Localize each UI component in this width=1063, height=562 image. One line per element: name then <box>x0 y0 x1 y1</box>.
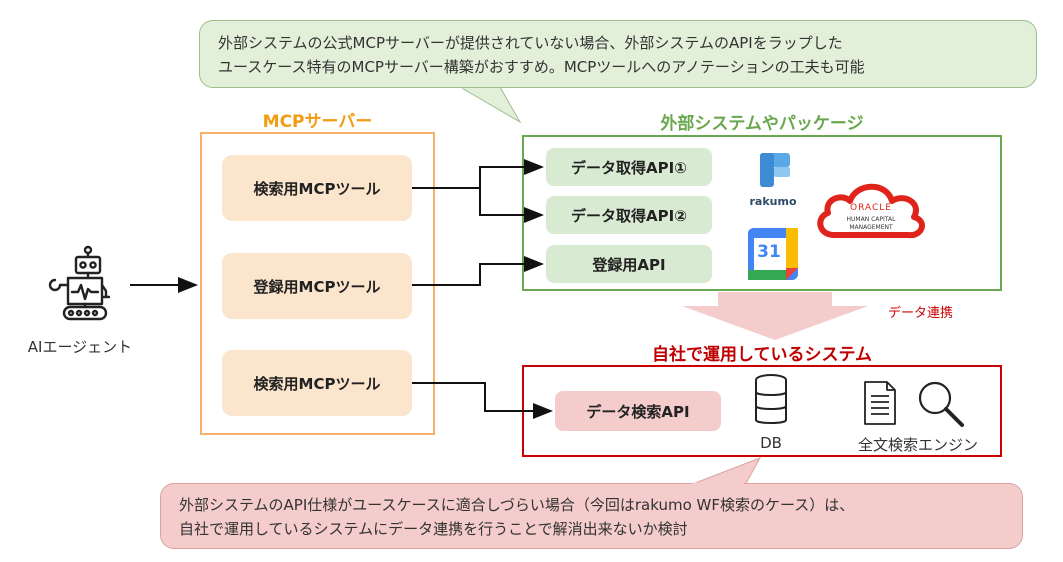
callout-bottom: 外部システムのAPI仕様がユースケースに適合しづらい場合（今回はrakumo W… <box>160 483 1023 549</box>
search-engine-label: 全文検索エンジン <box>857 436 978 454</box>
callout-top-line2: ユースケース特有のMCPサーバー構築がおすすめ。MCPツールへのアノテーションの… <box>218 58 865 76</box>
db-label: DB <box>760 434 782 452</box>
data-link-arrow <box>682 292 868 340</box>
external-systems-title: 外部システムやパッケージ <box>660 114 864 134</box>
oracle-hcm-line2: MANAGEMENT <box>849 224 893 231</box>
internal-systems-title: 自社で運用しているシステム <box>652 345 872 365</box>
data-link-label: データ連携 <box>888 306 954 321</box>
oracle-brand-text: ORACLE <box>850 203 892 213</box>
robot-icon <box>48 245 111 321</box>
oracle-hcm-line1: HUMAN CAPITAL <box>846 216 896 223</box>
magnifier-icon <box>918 381 964 427</box>
callout-top-line1: 外部システムの公式MCPサーバーが提供されていない場合、外部システムのAPIをラ… <box>218 34 843 52</box>
callout-bottom-line1: 外部システムのAPI仕様がユースケースに適合しづらい場合（今回はrakumo W… <box>179 496 855 514</box>
rakumo-logo-text: rakumo <box>749 195 797 208</box>
search-mcp-tool-1[interactable]: 検索用MCPツール <box>222 155 412 221</box>
register-mcp-tool[interactable]: 登録用MCPツール <box>222 253 412 319</box>
rakumo-logo-icon <box>760 153 790 187</box>
data-fetch-api-1[interactable]: データ取得API① <box>546 148 712 186</box>
callout-top: 外部システムの公式MCPサーバーが提供されていない場合、外部システムのAPIをラ… <box>199 20 1037 88</box>
register-api[interactable]: 登録用API <box>546 245 712 283</box>
data-fetch-api-2[interactable]: データ取得API② <box>546 196 712 234</box>
database-icon <box>755 374 787 424</box>
callout-bottom-line2: 自社で運用しているシステムにデータ連携を行うことで解消出来ないか検討 <box>179 520 688 538</box>
mcp-server-title: MCPサーバー <box>262 112 373 132</box>
google-calendar-day: 31 <box>757 242 781 262</box>
oracle-hcm-logo-icon <box>817 183 925 239</box>
agent-label: AIエージェント <box>27 338 133 356</box>
mcp-server-frame <box>200 132 435 435</box>
google-calendar-icon <box>748 228 798 280</box>
external-systems-frame <box>522 135 1002 291</box>
data-search-api[interactable]: データ検索API <box>555 391 721 431</box>
document-icon <box>864 381 896 425</box>
search-mcp-tool-2[interactable]: 検索用MCPツール <box>222 350 412 416</box>
